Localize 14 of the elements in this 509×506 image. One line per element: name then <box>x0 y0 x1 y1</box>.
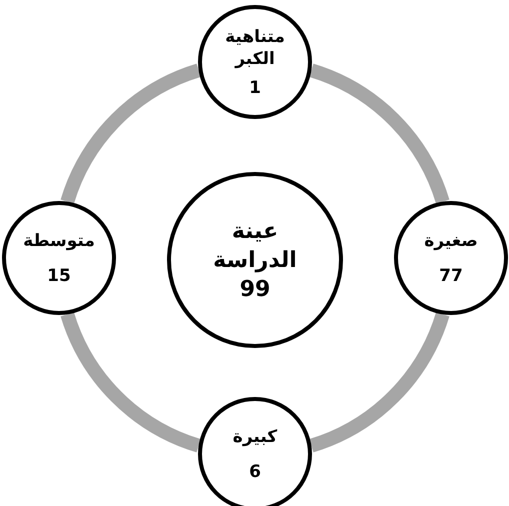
count-value: 1 <box>249 78 261 98</box>
category-label: متوسطة <box>23 230 95 252</box>
count-value: 15 <box>47 266 71 286</box>
count-value: 77 <box>439 266 463 286</box>
ring-segment <box>60 312 202 452</box>
ring-segment <box>308 312 450 452</box>
category-label: صغيرة <box>424 230 478 252</box>
ring-segment <box>308 64 450 204</box>
count-value: 99 <box>240 277 270 302</box>
category-label: متناهية الكبر <box>224 26 286 70</box>
ring-segment <box>60 64 202 204</box>
category-label: عينة الدراسة <box>212 218 298 274</box>
count-value: 6 <box>249 462 261 482</box>
category-label: كبيرة <box>232 426 278 448</box>
